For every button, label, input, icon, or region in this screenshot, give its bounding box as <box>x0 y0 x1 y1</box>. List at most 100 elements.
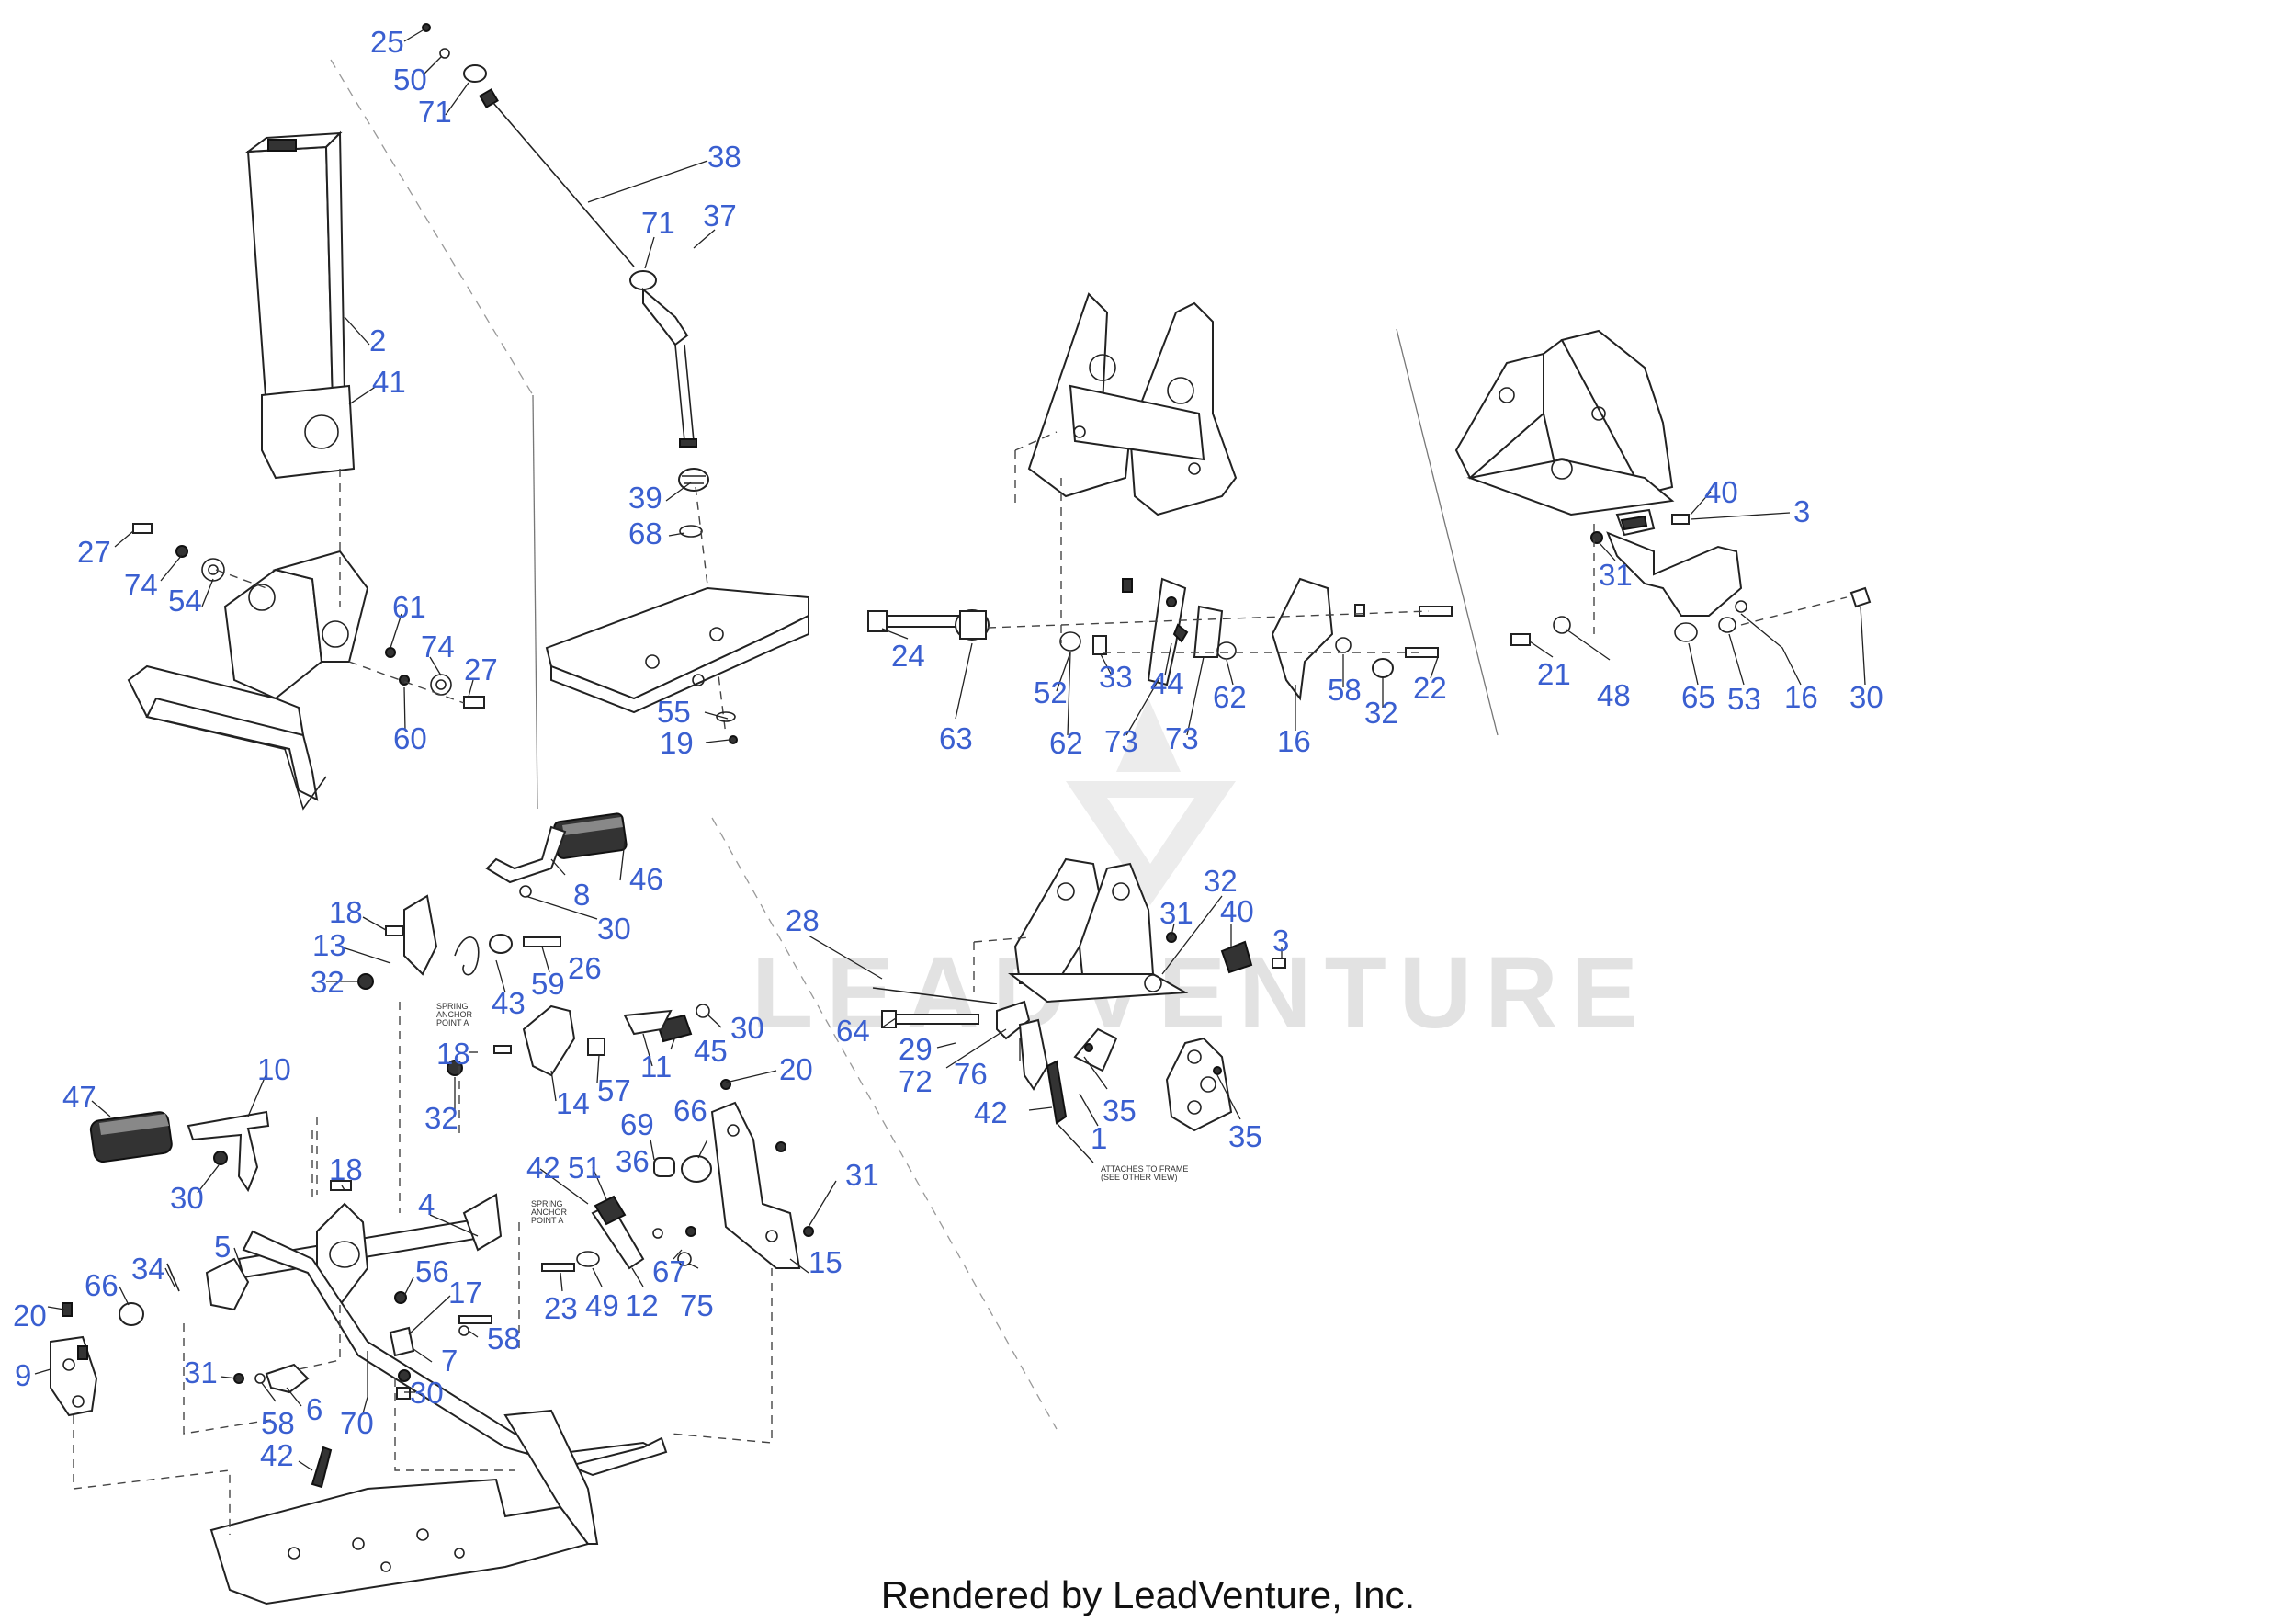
callout-32c: 32 <box>424 1101 458 1135</box>
callout-42: 42 <box>526 1151 560 1185</box>
callout-5: 5 <box>214 1230 231 1264</box>
attaches-to-frame-note: ATTACHES TO FRAME(SEE OTHER VIEW) <box>1101 1164 1188 1182</box>
watermark-logo <box>1066 698 1236 905</box>
callout-58c: 58 <box>261 1406 295 1440</box>
callout-54: 54 <box>168 584 202 618</box>
callout-39: 39 <box>628 481 662 515</box>
callout-30: 30 <box>1849 680 1883 714</box>
steering-tower-assembly <box>127 130 485 811</box>
callout-44: 44 <box>1150 666 1184 700</box>
callout-21: 21 <box>1537 657 1571 691</box>
callout-50: 50 <box>393 62 427 96</box>
callout-74b: 74 <box>421 630 455 664</box>
callout-7: 7 <box>441 1344 458 1378</box>
callout-33: 33 <box>1099 660 1133 694</box>
callout-11: 11 <box>640 1049 672 1083</box>
lower-right-bracket-assembly <box>872 857 1286 1163</box>
callout-10: 10 <box>257 1052 291 1086</box>
callout-74: 74 <box>124 568 158 602</box>
callout-29: 29 <box>899 1032 933 1066</box>
callout-41: 41 <box>372 365 406 399</box>
callout-40: 40 <box>1704 475 1738 509</box>
callout-63: 63 <box>939 721 973 755</box>
callout-76: 76 <box>954 1057 988 1091</box>
callout-51: 51 <box>568 1151 602 1185</box>
callout-32b: 32 <box>311 965 345 999</box>
pedal-pad-left <box>89 1111 173 1163</box>
callout-6: 6 <box>306 1392 322 1426</box>
callout-56: 56 <box>415 1254 449 1288</box>
pedal-pad <box>553 812 628 859</box>
callout-2: 2 <box>369 323 386 357</box>
callout-61: 61 <box>392 590 426 624</box>
callout-72: 72 <box>899 1064 933 1098</box>
callout-68: 68 <box>628 516 662 550</box>
callout-42c: 42 <box>974 1095 1008 1129</box>
callout-23: 23 <box>544 1291 578 1325</box>
callout-69: 69 <box>620 1107 654 1141</box>
callout-4: 4 <box>418 1187 435 1221</box>
callout-32: 32 <box>1364 696 1398 730</box>
callout-35b: 35 <box>1228 1119 1262 1153</box>
callout-3b: 3 <box>1272 924 1289 958</box>
callout-65: 65 <box>1681 680 1715 714</box>
callout-leader-lines <box>34 29 1866 1471</box>
callout-19: 19 <box>660 726 694 760</box>
callout-49: 49 <box>585 1288 619 1322</box>
callout-30d: 30 <box>170 1181 204 1215</box>
callout-57: 57 <box>597 1073 631 1107</box>
callout-labels: 25 50 71 38 71 37 2 41 39 68 27 74 54 61… <box>13 25 1883 1472</box>
callout-30c: 30 <box>730 1011 764 1045</box>
callout-9: 9 <box>15 1358 31 1392</box>
callout-55: 55 <box>657 695 691 729</box>
callout-18c: 18 <box>329 1152 363 1186</box>
callout-47: 47 <box>62 1080 96 1114</box>
callout-75: 75 <box>680 1288 714 1322</box>
callout-58: 58 <box>1328 673 1362 707</box>
callout-17: 17 <box>448 1276 482 1310</box>
callout-14: 14 <box>556 1086 590 1120</box>
pedal-bracket-assembly <box>1454 329 1872 646</box>
callout-40b: 40 <box>1220 894 1254 928</box>
callout-30e: 30 <box>410 1376 444 1410</box>
lower-linkage-assembly <box>50 812 814 1605</box>
pedal-pivot-assembly <box>867 292 1453 701</box>
callout-34: 34 <box>131 1252 165 1286</box>
callout-31d: 31 <box>1159 896 1193 930</box>
callout-60: 60 <box>393 721 427 755</box>
callout-20: 20 <box>779 1052 813 1086</box>
callout-45: 45 <box>694 1034 728 1068</box>
callout-59: 59 <box>531 967 565 1001</box>
callout-15: 15 <box>809 1245 843 1279</box>
callout-13: 13 <box>312 928 346 962</box>
callout-26: 26 <box>568 951 602 985</box>
steering-shaft-assembly <box>422 23 809 744</box>
callout-52: 52 <box>1034 675 1068 709</box>
callout-62b: 62 <box>1213 680 1247 714</box>
callout-18: 18 <box>329 895 363 929</box>
callout-71b: 71 <box>641 206 675 240</box>
callout-48: 48 <box>1597 678 1631 712</box>
callout-28: 28 <box>786 903 820 937</box>
callout-35: 35 <box>1103 1094 1137 1128</box>
callout-66: 66 <box>673 1094 707 1128</box>
watermark-text: LEADVENTURE <box>752 936 1651 1049</box>
callout-37: 37 <box>703 198 737 233</box>
callout-62: 62 <box>1049 726 1083 760</box>
callout-70: 70 <box>340 1406 374 1440</box>
callout-31: 31 <box>1599 558 1633 592</box>
callout-3: 3 <box>1793 494 1810 528</box>
callout-53: 53 <box>1727 682 1761 716</box>
callout-16b: 16 <box>1784 680 1818 714</box>
callout-43: 43 <box>492 986 526 1020</box>
callout-24: 24 <box>891 639 925 673</box>
callout-64: 64 <box>836 1014 870 1048</box>
section-separators <box>330 59 1499 1430</box>
callout-32d: 32 <box>1204 864 1238 898</box>
callout-1: 1 <box>1091 1121 1107 1155</box>
callout-38: 38 <box>707 140 741 174</box>
callout-8: 8 <box>573 878 590 912</box>
